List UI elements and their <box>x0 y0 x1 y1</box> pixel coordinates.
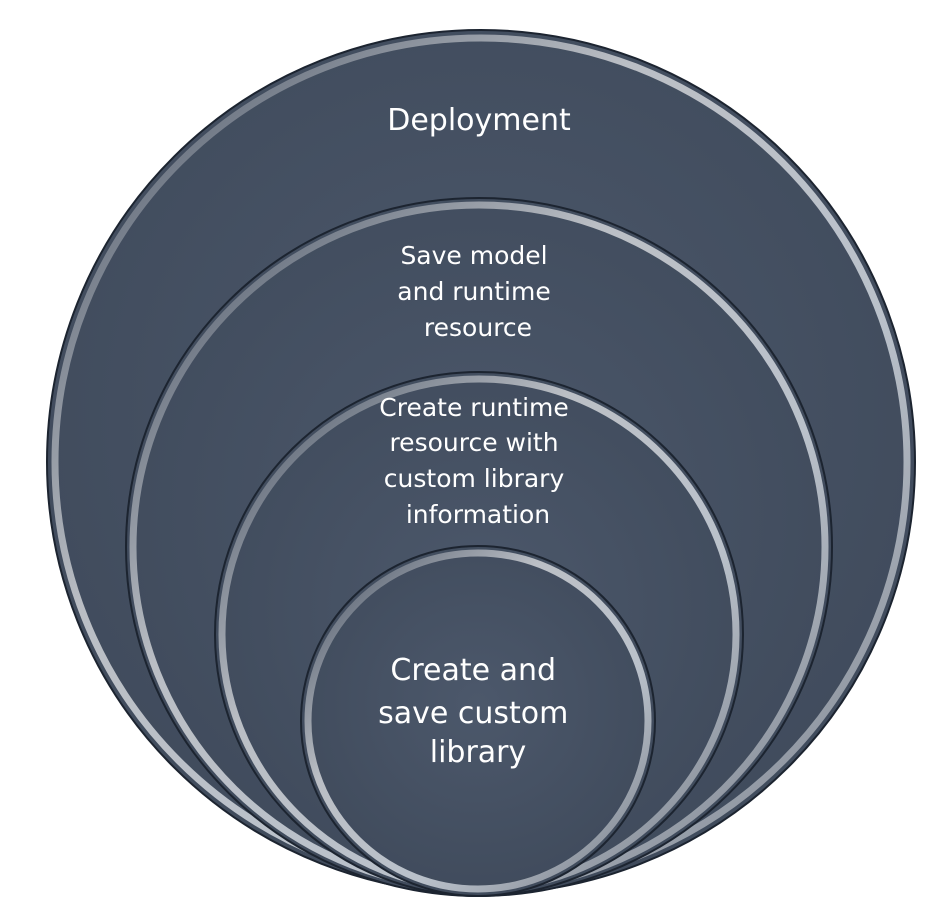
ring-create-runtime-line-2: resource with <box>389 428 558 457</box>
ring-create-library-line-1: Create and <box>390 653 556 688</box>
ring-save-model-label: Save model and runtime resource <box>397 241 558 342</box>
ring-create-library-label: Create and save custom library <box>378 653 578 770</box>
ring-create-runtime-line-1: Create runtime <box>379 393 568 422</box>
ring-deployment-line-1: Deployment <box>387 103 571 138</box>
ring-create-runtime-label: Create runtime resource with custom libr… <box>379 393 576 529</box>
ring-create-library-rim <box>304 549 652 893</box>
ring-create-runtime-line-4: information <box>406 500 550 529</box>
ring-save-model-line-1: Save model <box>400 241 547 270</box>
ring-save-model-line-2: and runtime <box>397 277 550 306</box>
ring-create-library: Create and save custom library <box>300 545 656 897</box>
ring-deployment-label: Deployment <box>387 103 571 138</box>
ring-save-model-line-3: resource <box>424 313 532 342</box>
ring-create-library-line-3: library <box>430 735 527 770</box>
ring-create-library-shape <box>300 545 656 897</box>
ring-create-runtime-line-3: custom library <box>384 464 565 493</box>
ring-create-library-line-2: save custom <box>378 696 568 731</box>
